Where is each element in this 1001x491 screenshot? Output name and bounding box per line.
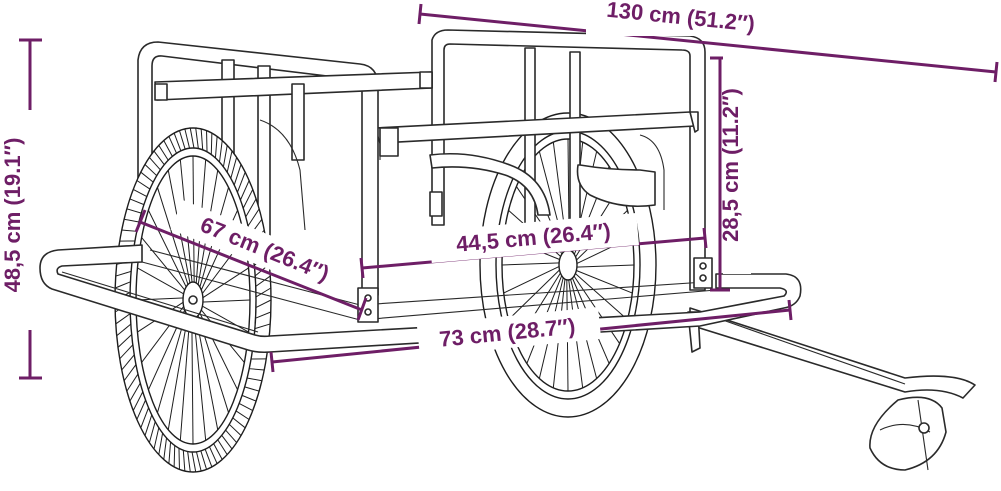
tow-bar [687, 307, 976, 471]
cargo-bed [39, 191, 802, 354]
bed-width-dimension: 44,5 cm (26.4″) [359, 212, 708, 279]
cargo-box-back [374, 29, 706, 291]
overall-length-dimension: 130 cm (51.2″) [417, 0, 999, 83]
side-height-dimension: 28,5 cm (11.2″) [710, 54, 751, 292]
overall-height-label: 48,5 cm (19.1″) [0, 138, 25, 293]
overall-height-dimension: 48,5 cm (19.1″) [0, 38, 42, 380]
side-height-label: 28,5 cm (11.2″) [718, 88, 743, 242]
dimension-annotations: 130 cm (51.2″) 48,5 cm (19.1″) 28,5 cm (… [0, 0, 999, 380]
rear-wheel [479, 112, 657, 418]
